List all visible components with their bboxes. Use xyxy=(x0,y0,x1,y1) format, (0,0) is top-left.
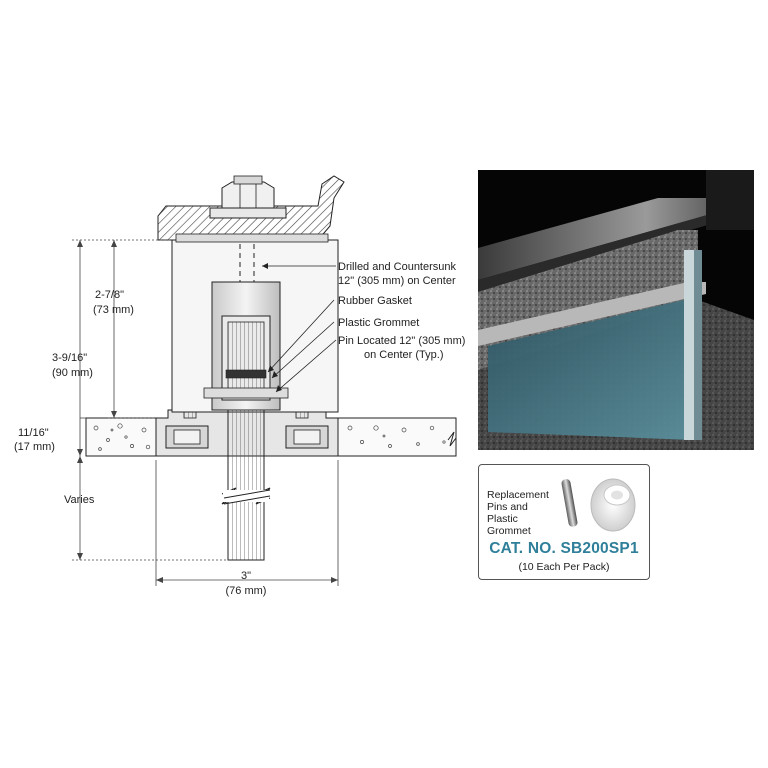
callout-drilled-2: 12" (305 mm) on Center xyxy=(338,275,456,287)
center-pin xyxy=(239,244,255,282)
callout-rubber-gasket: Rubber Gasket xyxy=(338,295,412,307)
replacement-label-line-2: Pins and xyxy=(487,501,528,513)
callout-pin-2: on Center (Typ.) xyxy=(364,349,443,361)
catalog-number: CAT. NO. SB200SP1 xyxy=(489,540,639,557)
dimension-arrows xyxy=(77,240,338,583)
dim-total-height: 3-9/16" xyxy=(52,352,87,364)
dim-slab-metric: (17 mm) xyxy=(14,441,55,453)
dim-base-width: 3" xyxy=(241,570,251,582)
dim-base-width-metric: (76 mm) xyxy=(226,585,267,597)
callout-plastic-grommet: Plastic Grommet xyxy=(338,317,419,329)
dim-slab: 11/16" xyxy=(18,427,49,439)
callout-arrows xyxy=(262,263,282,392)
dimension-lines xyxy=(72,239,339,586)
replacement-label: Replacement Pins and Plastic Grommet xyxy=(487,489,557,537)
nut xyxy=(209,175,287,219)
pin-and-grommet-image xyxy=(561,478,636,532)
dim-total-height-metric: (90 mm) xyxy=(52,367,93,379)
grommet-icon xyxy=(590,478,636,532)
concrete-slab-left xyxy=(85,417,157,457)
pack-info: (10 Each Per Pack) xyxy=(518,561,610,573)
replacement-parts-box: Replacement Pins and Plastic Grommet CAT… xyxy=(478,464,650,580)
callout-drilled-1: Drilled and Countersunk xyxy=(338,261,457,273)
callout-pin-1: Pin Located 12" (305 mm) xyxy=(338,335,465,347)
pin-icon xyxy=(561,479,578,527)
replacement-label-line-1: Replacement xyxy=(487,489,549,501)
glass-panel xyxy=(221,409,271,561)
dim-upper-height: 2-7/8" xyxy=(95,289,124,301)
dim-varies: Varies xyxy=(64,494,95,506)
dim-upper-height-metric: (73 mm) xyxy=(93,304,134,316)
callout-leaders xyxy=(262,265,337,393)
concrete-slab-right xyxy=(337,417,457,457)
installation-photo xyxy=(478,170,754,450)
replacement-label-line-3: Plastic Grommet xyxy=(487,513,531,537)
